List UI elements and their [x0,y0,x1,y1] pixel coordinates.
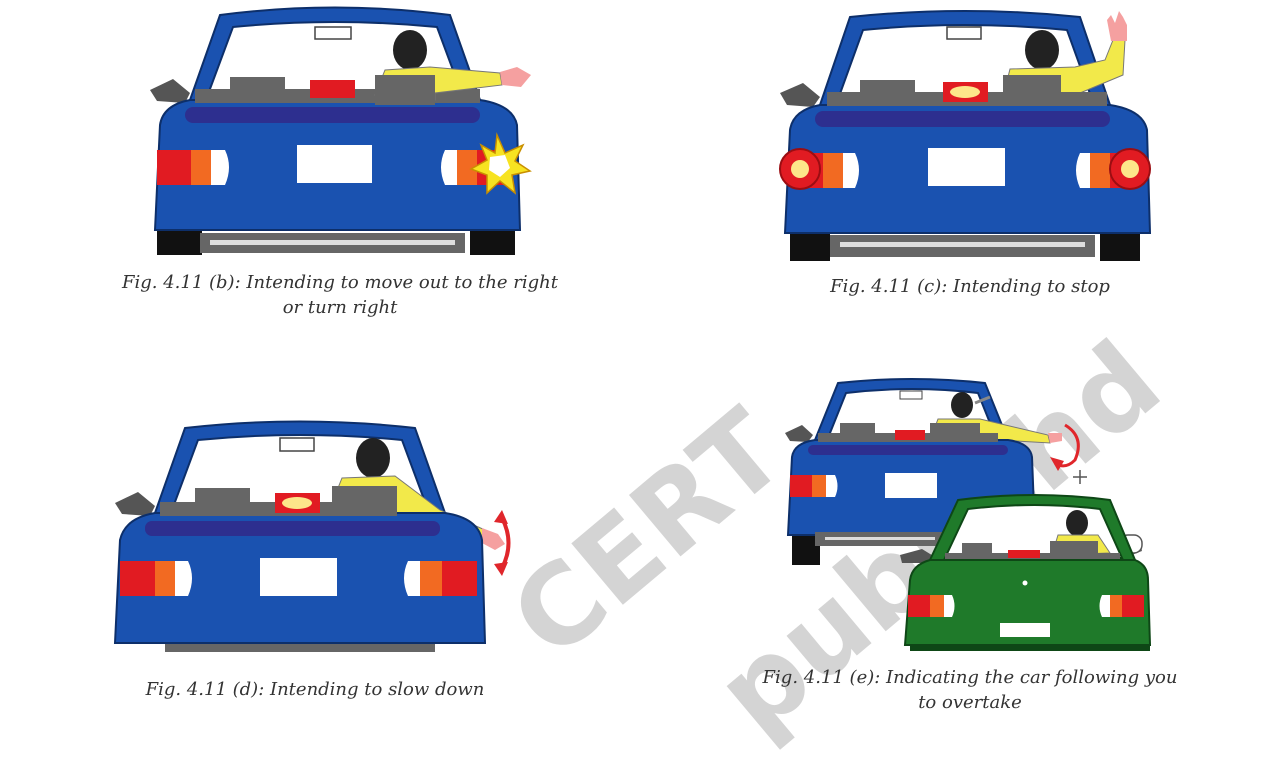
figure-d-slow-down-illustration [110,418,520,653]
figure-b-right-turn-illustration [145,5,540,260]
figure-b-caption: Fig. 4.11 (b): Intending to move out to … [80,270,600,320]
figure-e-caption: Fig. 4.11 (e): Indicating the car follow… [735,665,1205,715]
figure-c-caption-line-1: Fig. 4.11 (c): Intending to stop [830,276,1110,297]
figure-d-caption-line-1: Fig. 4.11 (d): Intending to slow down [145,679,485,700]
figure-c-stop-illustration [775,5,1160,265]
figure-e-caption-line-1: Fig. 4.11 (e): Indicating the car follow… [762,667,1178,688]
figure-c-caption: Fig. 4.11 (c): Intending to stop [760,274,1180,299]
figure-e-overtake-illustration [780,375,1180,655]
watermark-line-1: CERT [487,385,808,683]
figure-b-caption-line-1: Fig. 4.11 (b): Intending to move out to … [122,272,558,293]
move-cursor-icon [1073,470,1087,484]
figure-e-caption-line-2: to overtake [918,692,1022,713]
figure-b-caption-line-2: or turn right [282,297,398,318]
figure-d-caption: Fig. 4.11 (d): Intending to slow down [100,677,530,702]
